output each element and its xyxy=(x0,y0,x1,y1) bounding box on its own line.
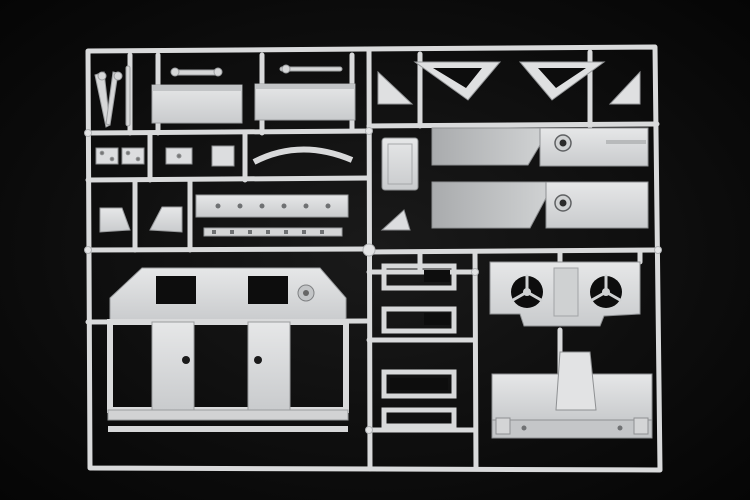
triangle-braces xyxy=(377,61,641,105)
track-links xyxy=(95,145,235,167)
armor-plate-small-2 xyxy=(254,83,356,121)
side-brackets xyxy=(99,206,183,233)
armor-plate-small-1 xyxy=(151,84,243,124)
small-frame-fills xyxy=(390,270,450,390)
rear-box xyxy=(491,351,653,439)
fan-right-icon xyxy=(590,274,622,308)
hull-side-upper xyxy=(431,127,649,167)
curved-fender xyxy=(252,146,354,165)
hull-front-plate xyxy=(107,267,349,432)
fan-left-icon xyxy=(511,274,543,308)
road-wheel-strip xyxy=(195,194,349,237)
sprue-nubs xyxy=(84,127,662,434)
small-frames xyxy=(381,263,457,429)
hatch-panel xyxy=(381,137,419,191)
hull-side-lower xyxy=(431,181,649,229)
small-wedge xyxy=(380,209,411,231)
small-rods xyxy=(94,64,343,128)
